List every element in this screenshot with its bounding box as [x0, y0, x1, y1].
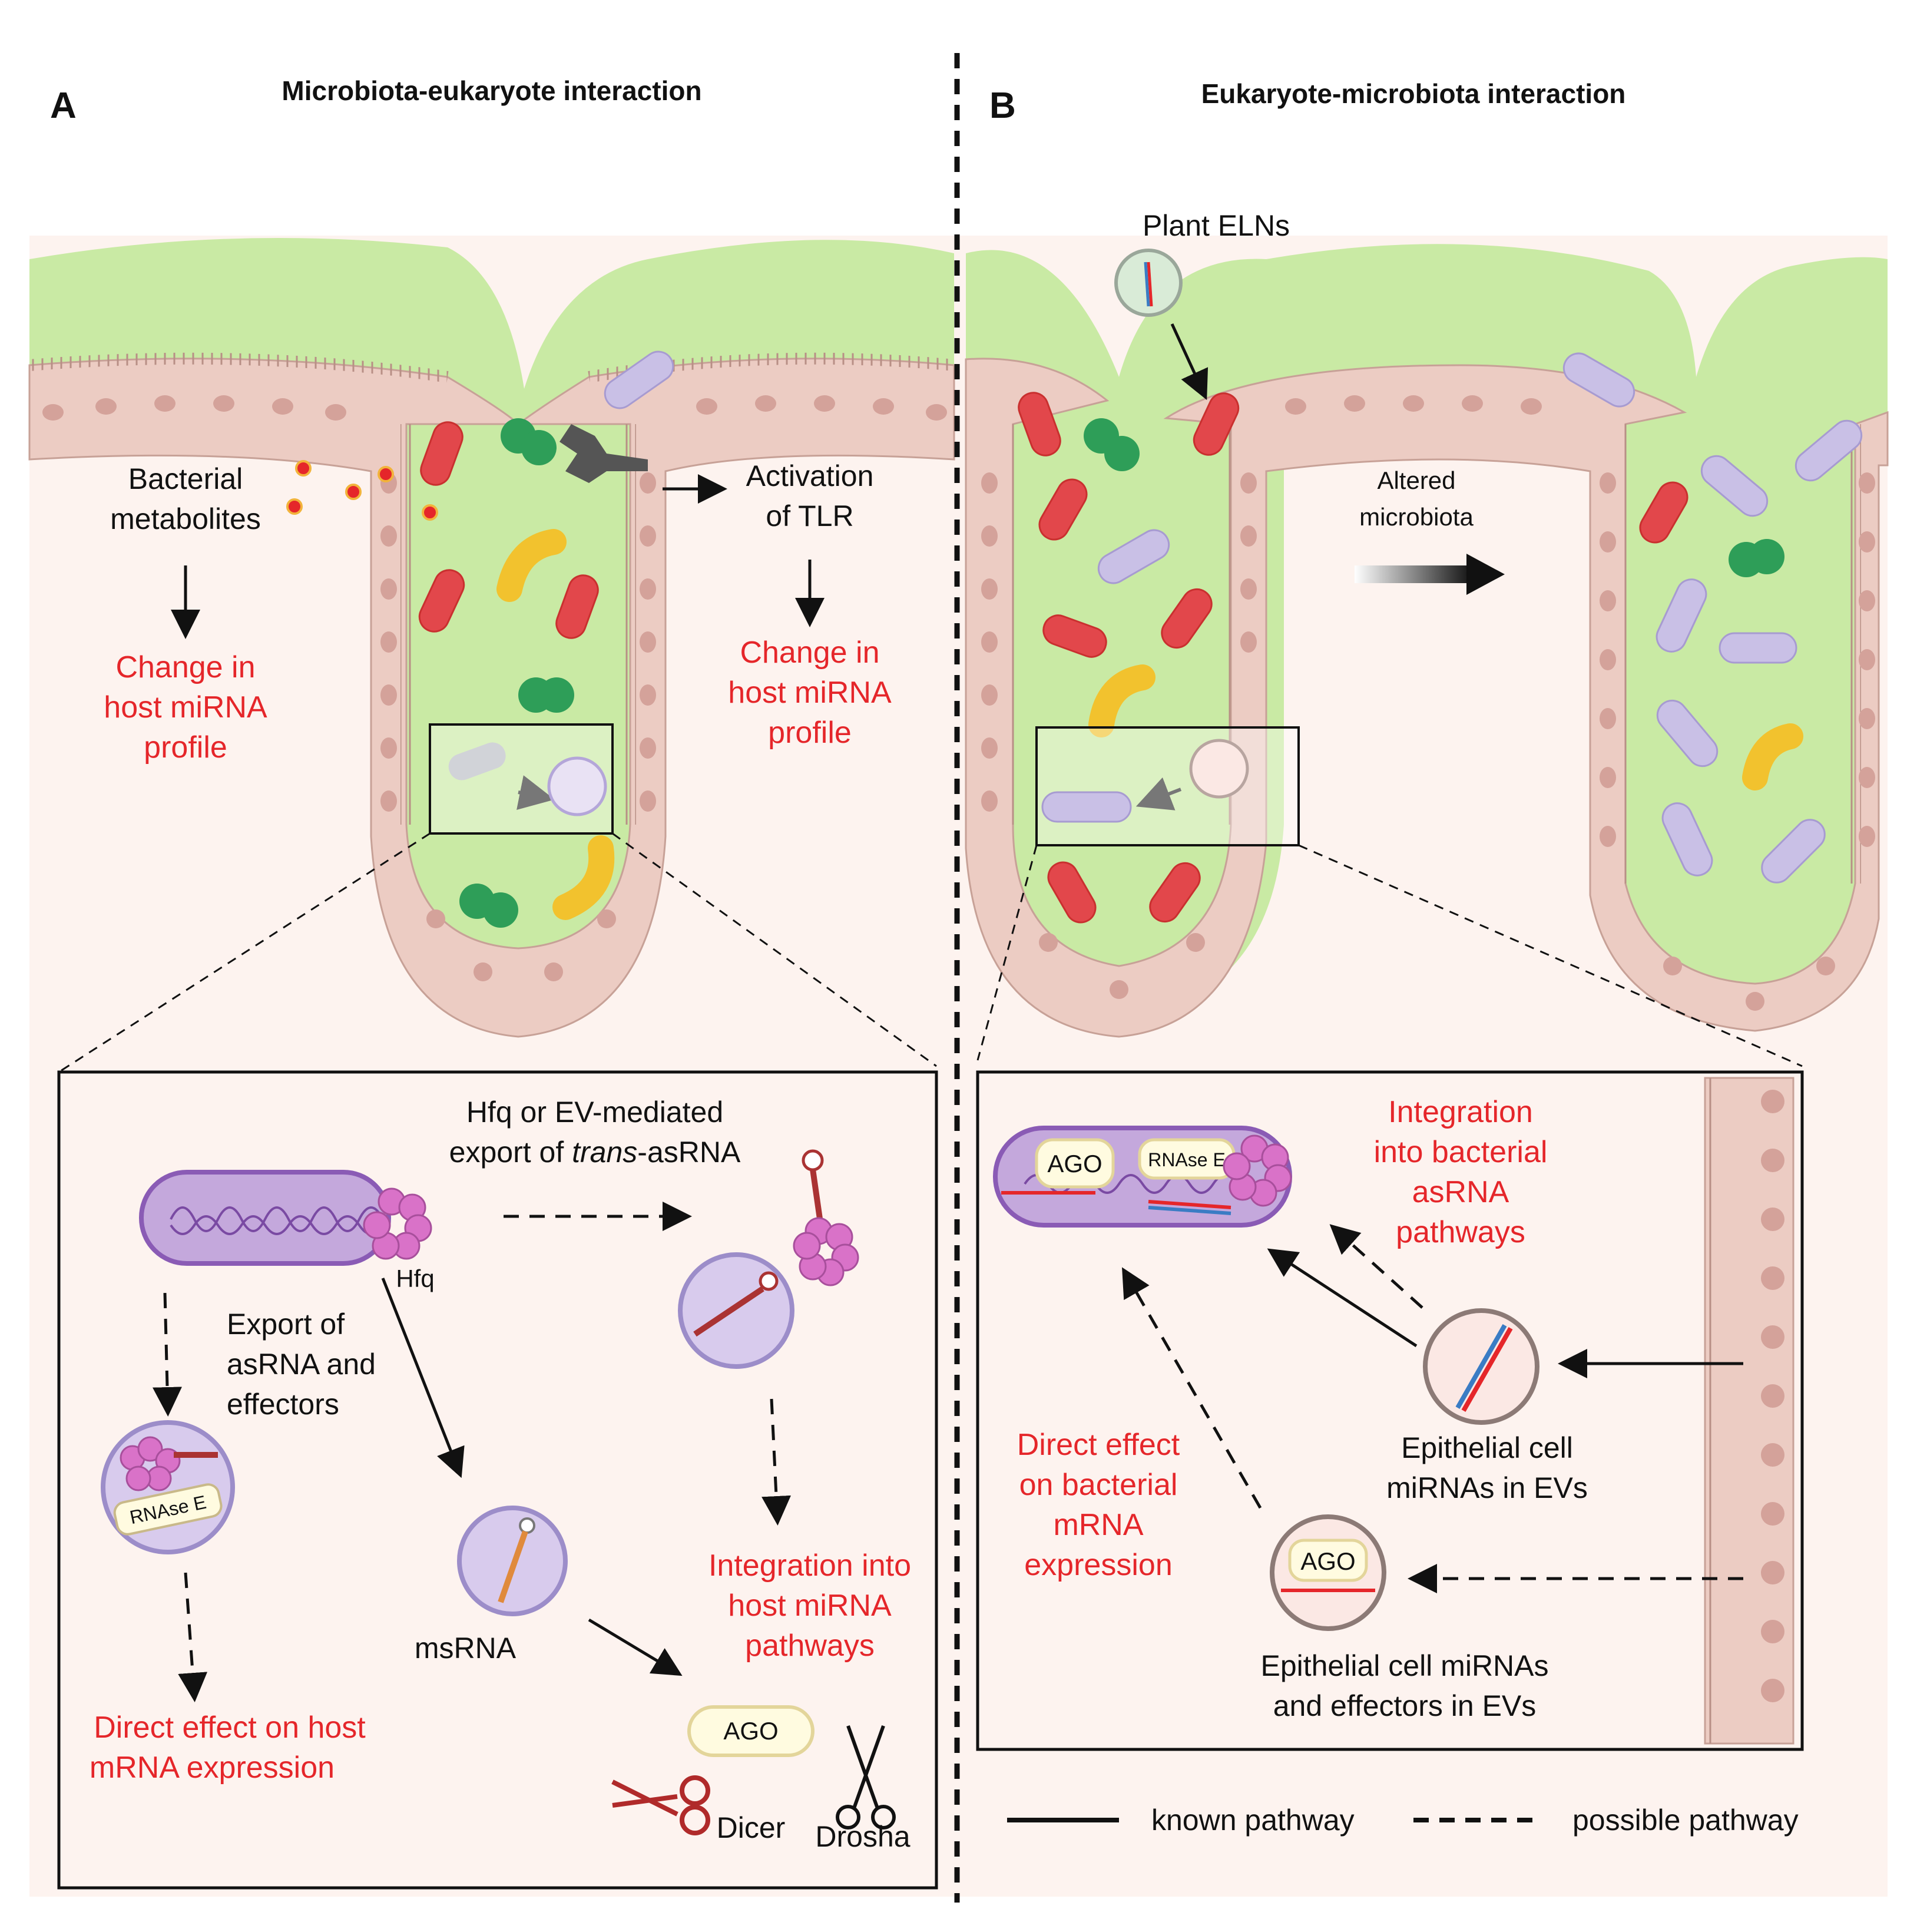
- zoom-line-right-a: [612, 832, 937, 1067]
- inset-epithelium-nuclei: [1761, 1090, 1784, 1702]
- direct-effect-bact-1: Direct effect: [1017, 1428, 1180, 1462]
- plant-eln-arrow: [1170, 323, 1209, 401]
- ago-box-a: [687, 1705, 815, 1757]
- hfq-protein-a: [363, 1187, 432, 1260]
- metabolites-effect-2: host miRNA: [104, 690, 267, 724]
- metabolites-effect-1: Change in: [115, 650, 255, 684]
- direct-effect-bact-2: on bacterial: [1019, 1468, 1178, 1502]
- ev-to-direct-effect-arrow: [178, 1572, 208, 1702]
- ago-box-b: [1035, 1138, 1115, 1189]
- metabolites-effect-3: profile: [144, 730, 227, 765]
- inset-epithelium-strip: [1704, 1077, 1795, 1745]
- direct-effect-host-2: mRNA expression: [90, 1751, 335, 1785]
- hfq-label: Hfq: [396, 1265, 434, 1292]
- integration-host-3: pathways: [745, 1629, 875, 1663]
- panel-a-title: Microbiota-eukaryote interaction: [282, 75, 701, 106]
- rnase-e-label-b: RNAse E: [1148, 1149, 1226, 1170]
- panel-b-nuclei: [981, 395, 1875, 1011]
- altered-label-2: microbiota: [1359, 503, 1474, 531]
- ev-mirnas-label-2: miRNAs in EVs: [1386, 1471, 1588, 1504]
- ago-label-b2: AGO: [1300, 1547, 1355, 1575]
- export-asrna-1: Export of: [227, 1308, 345, 1341]
- direct-effect-host-1: Direct effect on host: [94, 1711, 366, 1745]
- dicer-scissors-icon: [611, 1775, 710, 1835]
- plant-elns-label: Plant ELNs: [1143, 209, 1290, 242]
- tlr-effect-2: host miRNA: [728, 676, 892, 710]
- ev-to-integration-possible-arrow: [1329, 1224, 1423, 1309]
- integration-bact-1: Integration: [1388, 1095, 1533, 1129]
- tlr-label-2: of TLR: [766, 499, 853, 532]
- bacterium-to-msrna-arrow: [381, 1278, 465, 1478]
- legend-known-label: known pathway: [1151, 1804, 1355, 1837]
- msrna-label: msRNA: [415, 1632, 517, 1665]
- drosha-label: Drosha: [815, 1820, 910, 1853]
- drosha-scissors-icon: [836, 1725, 896, 1830]
- panel-a-bacteria: [418, 350, 674, 928]
- export-asrna-3: effectors: [227, 1388, 339, 1421]
- ago-label-a: AGO: [723, 1717, 778, 1745]
- ev-to-direct-effect-arrow-b: [1122, 1267, 1262, 1509]
- integration-host-1: Integration into: [708, 1549, 911, 1583]
- hfq-export-label-1: Hfq or EV-mediated: [466, 1096, 723, 1129]
- export-asrna-2: asRNA and: [227, 1348, 376, 1381]
- panel-b-letter: B: [989, 85, 1016, 126]
- hfq-protein-b: [1223, 1134, 1292, 1207]
- dicer-label: Dicer: [717, 1811, 786, 1844]
- ago-label-b: AGO: [1047, 1150, 1102, 1177]
- panel-a-nuclei: [42, 395, 947, 981]
- panel-b-title: Eukaryote-microbiota interaction: [1201, 78, 1626, 109]
- tlr-effect-3: profile: [768, 716, 852, 750]
- msrna-to-ago-arrow: [588, 1618, 683, 1676]
- ev-to-integration-arrow: [761, 1398, 792, 1526]
- zoom-line-left-a: [58, 832, 431, 1073]
- ev-effectors-label-1: Epithelial cell miRNAs: [1260, 1649, 1548, 1682]
- legend-possible-label: possible pathway: [1572, 1804, 1799, 1837]
- metabolite-dots: [286, 460, 438, 521]
- hfq-export-label-2: export of trans-asRNA: [449, 1136, 741, 1169]
- ev-effectors-label-2: and effectors in EVs: [1273, 1689, 1537, 1722]
- integration-bact-4: pathways: [1396, 1215, 1525, 1249]
- integration-bact-2: into bacterial: [1374, 1135, 1548, 1169]
- direct-effect-bact-3: mRNA: [1053, 1508, 1143, 1542]
- zoom-line-left-b: [976, 845, 1038, 1061]
- integration-host-2: host miRNA: [728, 1589, 892, 1623]
- altered-arrow-head: [1466, 554, 1505, 595]
- panel-b-zoom-box: [1035, 726, 1300, 846]
- integration-bact-3: asRNA: [1412, 1175, 1509, 1209]
- legend: known pathway possible pathway: [1007, 1804, 1799, 1837]
- ev-mirnas-label-1: Epithelial cell: [1401, 1431, 1573, 1464]
- panel-a-letter: A: [50, 85, 77, 126]
- ev-to-bacterium-known-arrow: [1267, 1248, 1418, 1348]
- bacterium-to-ev-arrow: [153, 1292, 182, 1417]
- panel-b-bacteria: [1018, 352, 1863, 924]
- metabolites-label-2: metabolites: [110, 502, 261, 535]
- tlr-label-1: Activation: [746, 459, 874, 492]
- zoom-line-right-b: [1298, 844, 1803, 1067]
- tlr-effect-1: Change in: [740, 636, 879, 670]
- altered-arrow-shaft: [1355, 565, 1472, 583]
- altered-label-1: Altered: [1377, 467, 1455, 494]
- free-hairpin-hfq: [793, 1149, 859, 1286]
- ev-trans-asrna: [678, 1252, 794, 1369]
- direct-effect-bact-4: expression: [1024, 1548, 1172, 1582]
- metabolites-label-1: Bacterial: [128, 462, 243, 495]
